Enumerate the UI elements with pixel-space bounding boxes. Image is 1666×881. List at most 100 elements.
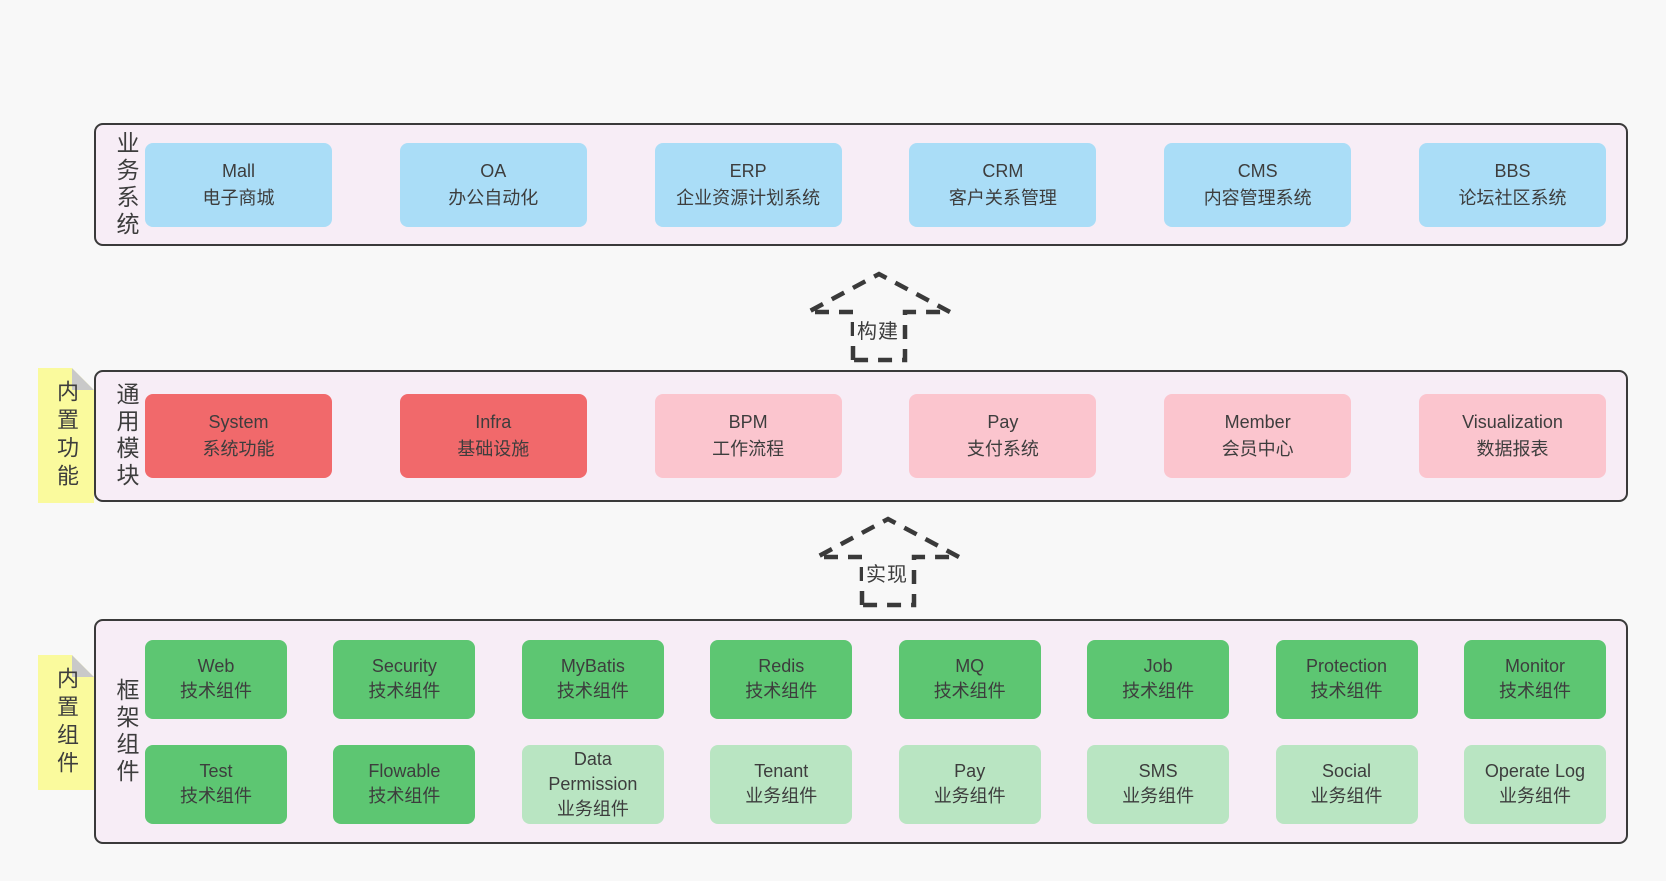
sticky-note-label: 内置功能 [54, 379, 79, 492]
box-system: System 系统功能 [145, 394, 332, 478]
box-subtitle: 技术组件 [180, 681, 252, 701]
box-test: Test 技术组件 [145, 744, 287, 824]
box-subtitle: 技术组件 [1310, 681, 1383, 701]
box-subtitle: 技术组件 [1498, 681, 1571, 701]
band-framework-components: 框架组件 Web 技术组件 Security 技术组件 MyBatis 技术组件… [94, 619, 1628, 844]
up-arrow-build-icon [806, 271, 952, 363]
box-erp: ERP 企业资源计划系统 [654, 142, 842, 227]
box-visualization: Visualization 数据报表 [1418, 394, 1606, 478]
box-title: Tenant [754, 761, 809, 781]
box-subtitle: 技术组件 [1122, 681, 1195, 701]
box-title: BBS [1494, 160, 1531, 181]
box-pay: Pay 支付系统 [909, 394, 1097, 478]
arrow-label-build: 构建 [854, 314, 902, 345]
box-row: Mall 电子商城 OA 办公自动化 ERP 企业资源计划系统 CRM 客户关系… [145, 142, 1606, 227]
box-row: Test 技术组件 Flowable 技术组件 Data Permission … [145, 744, 1606, 824]
box-data-permission: Data Permission 业务组件 [521, 744, 664, 824]
box-title: MQ [955, 656, 985, 676]
box-infra: Infra 基础设施 [399, 394, 587, 478]
box-job: Job 技术组件 [1087, 639, 1230, 719]
box-subtitle: 数据报表 [1476, 439, 1549, 459]
box-title: CRM [982, 160, 1024, 181]
box-protection: Protection 技术组件 [1275, 639, 1418, 719]
box-subtitle: 业务组件 [1498, 786, 1571, 806]
box-operate-log: Operate Log 业务组件 [1463, 744, 1606, 824]
box-security: Security 技术组件 [333, 639, 476, 719]
box-monitor: Monitor 技术组件 [1463, 639, 1606, 719]
box-member: Member 会员中心 [1164, 394, 1352, 478]
band-label: 框架组件 [113, 677, 139, 786]
box-title: Operate Log [1484, 761, 1585, 781]
box-subtitle: 系统功能 [202, 439, 275, 459]
box-title: Monitor [1504, 656, 1565, 676]
box-subtitle: 技术组件 [745, 681, 818, 701]
box-mall: Mall 电子商城 [145, 142, 332, 227]
box-subtitle: 技术组件 [368, 681, 441, 701]
box-sms: SMS 业务组件 [1087, 744, 1230, 824]
box-subtitle: 办公自动化 [448, 187, 539, 208]
box-subtitle: 技术组件 [368, 786, 441, 806]
box-cms: CMS 内容管理系统 [1164, 142, 1352, 227]
box-title: ERP [729, 160, 767, 181]
box-title: System [208, 412, 269, 432]
box-tenant: Tenant 业务组件 [710, 744, 853, 824]
box-title: Mall [221, 160, 255, 181]
box-title: Flowable [368, 761, 441, 781]
box-subtitle: 支付系统 [966, 439, 1039, 459]
box-mybatis: MyBatis 技术组件 [521, 639, 664, 719]
box-title: OA [480, 160, 507, 181]
box-subtitle: 技术组件 [556, 681, 629, 701]
box-title: Redis [758, 656, 805, 676]
sticky-note-builtin-components: 内置组件 [38, 655, 94, 790]
box-crm: CRM 客户关系管理 [909, 142, 1097, 227]
box-title: SMS [1138, 761, 1178, 781]
band-label: 业务系统 [113, 130, 139, 239]
box-title: Job [1143, 656, 1173, 676]
box-title: Member [1224, 412, 1291, 432]
box-subtitle: 业务组件 [1310, 786, 1383, 806]
band-content: Mall 电子商城 OA 办公自动化 ERP 企业资源计划系统 CRM 客户关系… [145, 125, 1606, 244]
box-title: Web [197, 656, 235, 676]
box-subtitle: 基础设施 [457, 439, 530, 459]
sticky-note-label: 内置组件 [54, 666, 79, 779]
box-subtitle: 电子商城 [202, 187, 275, 208]
box-subtitle: 论坛社区系统 [1458, 187, 1567, 208]
box-title: Data Permission [548, 748, 638, 794]
box-subtitle: 业务组件 [556, 798, 629, 819]
box-subtitle: 业务组件 [933, 786, 1006, 806]
box-title: Pay [954, 761, 986, 781]
box-title: Infra [475, 412, 512, 432]
box-bpm: BPM 工作流程 [654, 394, 842, 478]
box-subtitle: 会员中心 [1221, 439, 1294, 459]
box-subtitle: 企业资源计划系统 [676, 187, 821, 208]
box-subtitle: 业务组件 [1122, 786, 1195, 806]
up-arrow-implement-icon [815, 516, 961, 608]
box-title: Visualization [1462, 412, 1563, 432]
box-subtitle: 工作流程 [712, 439, 785, 459]
box-title: MyBatis [560, 656, 625, 676]
box-web: Web 技术组件 [145, 639, 287, 719]
box-title: Social [1322, 761, 1372, 781]
box-title: Test [199, 761, 233, 781]
band-content: Web 技术组件 Security 技术组件 MyBatis 技术组件 Redi… [145, 621, 1606, 842]
box-oa: OA 办公自动化 [399, 142, 587, 227]
band-common-modules: 通用模块 System 系统功能 Infra 基础设施 BPM 工作流程 Pay… [94, 370, 1628, 502]
box-row: Web 技术组件 Security 技术组件 MyBatis 技术组件 Redi… [145, 639, 1606, 719]
box-pay-business: Pay 业务组件 [898, 744, 1041, 824]
band-content: System 系统功能 Infra 基础设施 BPM 工作流程 Pay 支付系统… [145, 372, 1606, 500]
box-subtitle: 技术组件 [933, 681, 1006, 701]
box-title: Security [371, 656, 437, 676]
box-title: Protection [1306, 656, 1388, 676]
box-subtitle: 业务组件 [745, 786, 818, 806]
band-business-systems: 业务系统 Mall 电子商城 OA 办公自动化 ERP 企业资源计划系统 CRM… [94, 123, 1628, 246]
box-title: CMS [1237, 160, 1278, 181]
box-mq: MQ 技术组件 [898, 639, 1041, 719]
box-subtitle: 客户关系管理 [948, 187, 1057, 208]
box-subtitle: 内容管理系统 [1203, 187, 1312, 208]
box-subtitle: 技术组件 [180, 786, 252, 806]
box-flowable: Flowable 技术组件 [333, 744, 476, 824]
box-bbs: BBS 论坛社区系统 [1418, 142, 1606, 227]
box-title: Pay [987, 412, 1019, 432]
sticky-note-builtin-features: 内置功能 [38, 368, 94, 503]
arrow-label-implement: 实现 [863, 557, 911, 588]
